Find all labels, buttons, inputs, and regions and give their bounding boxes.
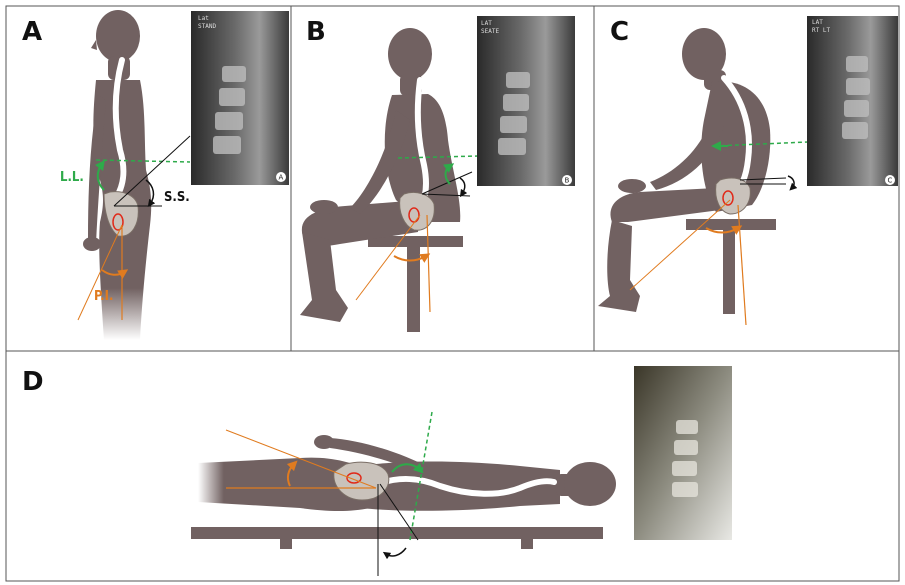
pi-vertical-b [427,215,430,312]
ss-arrow-b [460,178,465,194]
svg-text:STAND: STAND [198,23,216,30]
panel-b: B [300,16,575,332]
xray-c: LAT RT LT C [807,16,898,186]
exam-table-d [191,527,603,549]
xray-b-badge: B [565,177,570,185]
seated-figure-b [300,28,460,322]
panel-d-letter: D [22,367,44,397]
chair-c [686,219,776,314]
xray-c-text: LAT [812,19,823,26]
ss-arrow-d [386,548,406,556]
panel-a-letter: A [22,17,42,47]
ss-arrow-c [788,176,794,188]
xray-d [634,366,732,540]
panel-b-letter: B [306,17,326,47]
panel-c-letter: C [610,17,629,47]
xray-a: Lat STAND A [191,11,289,185]
panel-d: D [22,366,732,576]
pi-label: P.I. [94,289,113,304]
xray-c-badge: C [888,177,893,185]
chair-b [368,236,463,332]
xray-a-badge: A [279,174,284,182]
svg-text:SEATE: SEATE [481,28,499,35]
ss-label: S.S. [164,190,190,205]
xray-b-text: LAT [481,20,492,27]
xray-a-text: Lat [198,15,209,22]
ll-label: L.L. [60,170,84,185]
svg-text:RT LT: RT LT [812,27,830,34]
lying-figure-d [198,435,616,511]
xray-b: LAT SEATE B [477,16,575,186]
panel-c: C [598,16,898,325]
panel-a: A L.L. S.S. P.I. [22,10,289,340]
